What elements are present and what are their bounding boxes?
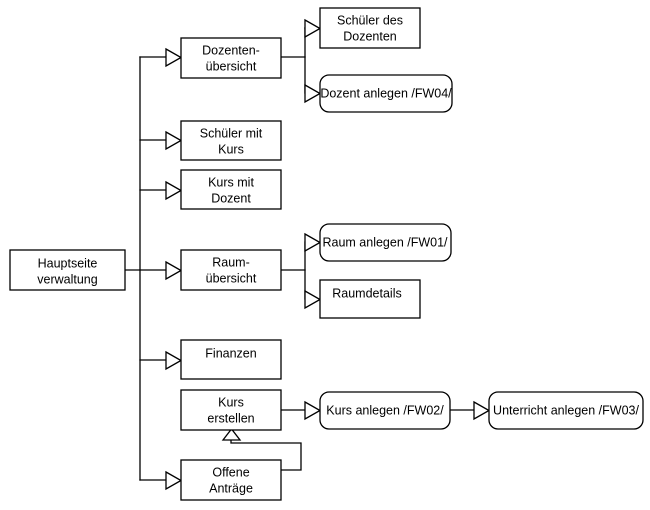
node-raumdetails-label: Raumdetails (332, 286, 401, 300)
node-hauptseite-verwaltung-label-line2: verwaltung (37, 272, 97, 286)
node-raum-anlegen[interactable]: Raum anlegen /FW01/ (319, 223, 452, 262)
node-dozent-anlegen[interactable]: Dozent anlegen /FW04/ (319, 74, 453, 113)
arrowhead-raumuebersicht (165, 260, 183, 281)
node-offene-antraege-label-line1: Offene (212, 465, 249, 479)
node-unterricht-anlegen[interactable]: Unterricht anlegen /FW03/ (488, 391, 644, 430)
arrowhead-offeneantraege (165, 470, 183, 491)
node-schueler-des-dozenten-label-line2: Dozenten (343, 29, 397, 43)
node-raumdetails-shape[interactable] (319, 279, 421, 319)
edge-layer (124, 18, 491, 491)
node-dozenten-uebersicht-shape[interactable] (180, 37, 282, 79)
edge-offeneantraege-to-kurserstellen (230, 439, 302, 471)
node-dozenten-uebersicht-label-line2: übersicht (206, 59, 257, 73)
node-finanzen[interactable]: Finanzen (180, 339, 282, 380)
node-hauptseite-verwaltung-shape[interactable] (9, 249, 126, 291)
arrowhead-kurserstellen-up (221, 427, 242, 441)
arrowhead-dozentanlegen (304, 83, 322, 104)
node-kurs-erstellen[interactable]: Kurs erstellen (180, 389, 282, 431)
arrowhead-raumanlegen (304, 232, 322, 253)
node-raum-anlegen-label: Raum anlegen /FW01/ (322, 235, 448, 249)
arrowhead-finanzen (165, 350, 183, 371)
node-dozenten-uebersicht-label-line1: Dozenten- (202, 43, 260, 57)
node-schueler-mit-kurs-shape[interactable] (180, 120, 282, 161)
node-kurs-mit-dozent-shape[interactable] (180, 169, 282, 210)
node-kurs-erstellen-label-line1: Kurs (218, 395, 244, 409)
arrowhead-raumdetails (304, 289, 322, 310)
arrowhead-dozentenuebersicht (165, 47, 183, 68)
node-offene-antraege[interactable]: Offene Anträge (180, 459, 282, 501)
node-raumdetails[interactable]: Raumdetails (319, 279, 421, 319)
node-finanzen-shape[interactable] (180, 339, 282, 380)
arrowhead-kursmitdozent (165, 180, 183, 201)
node-kurs-erstellen-label-line2: erstellen (207, 411, 254, 425)
node-kurs-mit-dozent-label-line2: Dozent (211, 191, 251, 205)
node-unterricht-anlegen-label: Unterricht anlegen /FW03/ (493, 403, 639, 417)
node-finanzen-label: Finanzen (205, 346, 256, 360)
node-raum-uebersicht-label-line1: Raum- (212, 255, 250, 269)
node-hauptseite-verwaltung[interactable]: Hauptseite verwaltung (9, 249, 126, 291)
node-dozent-anlegen-shape[interactable] (319, 74, 453, 113)
node-dozent-anlegen-label: Dozent anlegen /FW04/ (320, 86, 452, 100)
node-hauptseite-verwaltung-label-line1: Hauptseite (38, 256, 98, 270)
node-kurs-anlegen-shape[interactable] (319, 391, 451, 430)
node-offene-antraege-label-line2: Anträge (209, 481, 253, 495)
arrowhead-unterrichtanlegen (473, 400, 491, 421)
node-layer: Hauptseite verwaltung Dozenten- übersich… (9, 7, 644, 501)
arrowhead-schuelerdesdozenten (304, 18, 322, 39)
arrowhead-kursanlegen (304, 400, 322, 421)
node-kurs-anlegen[interactable]: Kurs anlegen /FW02/ (319, 391, 451, 430)
node-schueler-des-dozenten-label-line1: Schüler des (337, 13, 403, 27)
node-kurs-anlegen-label: Kurs anlegen /FW02/ (326, 403, 444, 417)
node-raum-anlegen-shape[interactable] (319, 223, 452, 262)
node-schueler-des-dozenten[interactable]: Schüler des Dozenten (319, 7, 421, 49)
node-unterricht-anlegen-shape[interactable] (488, 391, 644, 430)
node-raum-uebersicht[interactable]: Raum- übersicht (180, 249, 282, 291)
node-schueler-mit-kurs[interactable]: Schüler mit Kurs (180, 120, 282, 161)
arrowhead-schuelermitkurs (165, 130, 183, 151)
node-kurs-mit-dozent-label-line1: Kurs mit (208, 175, 254, 189)
node-raum-uebersicht-label-line2: übersicht (206, 271, 257, 285)
node-kurs-erstellen-shape[interactable] (180, 389, 282, 431)
node-offene-antraege-shape[interactable] (180, 459, 282, 501)
node-raum-uebersicht-shape[interactable] (180, 249, 282, 291)
node-schueler-mit-kurs-label-line2: Kurs (218, 142, 244, 156)
node-schueler-des-dozenten-shape[interactable] (319, 7, 421, 49)
node-dozenten-uebersicht[interactable]: Dozenten- übersicht (180, 37, 282, 79)
node-kurs-mit-dozent[interactable]: Kurs mit Dozent (180, 169, 282, 210)
node-schueler-mit-kurs-label-line1: Schüler mit (200, 126, 263, 140)
